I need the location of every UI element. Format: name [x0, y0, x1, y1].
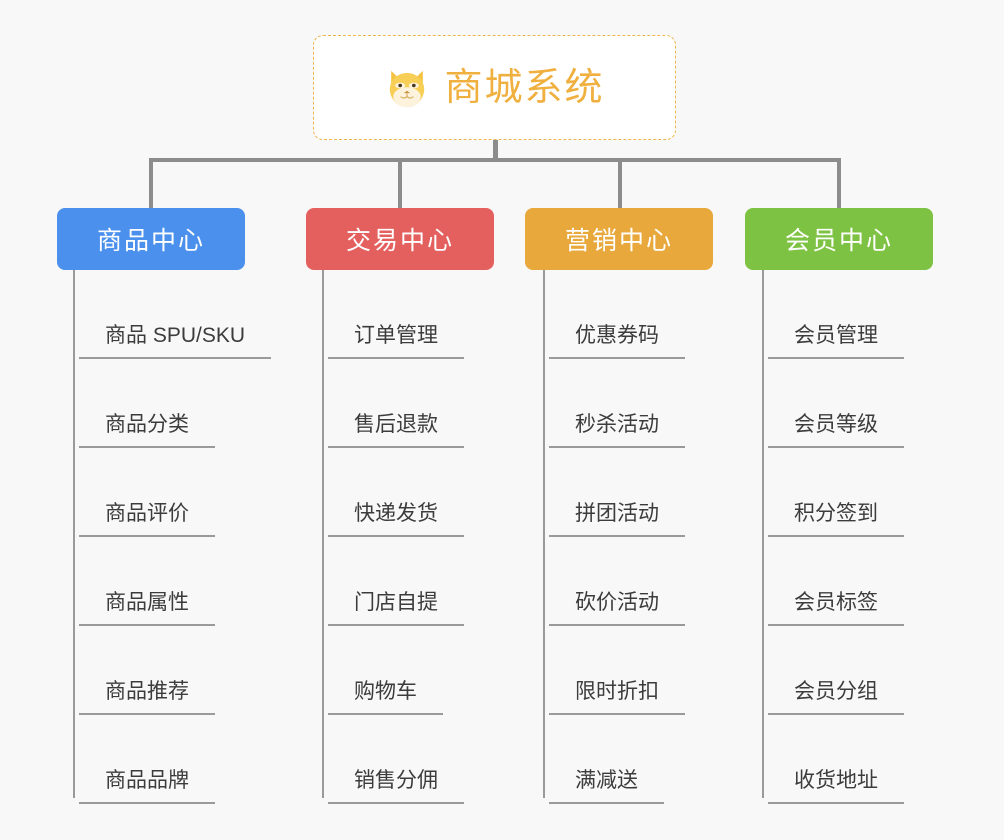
list-item[interactable]: 销售分佣 [322, 715, 552, 804]
list-item[interactable]: 订单管理 [322, 270, 552, 359]
list-item[interactable]: 会员管理 [762, 270, 992, 359]
horizontal-bus-connector [150, 158, 840, 162]
drop-connector-4 [837, 158, 841, 208]
leaf-rail [73, 270, 75, 798]
leaf-label: 秒杀活动 [549, 414, 685, 448]
leaf-rail [762, 270, 764, 798]
leaf-label: 优惠券码 [549, 325, 685, 359]
list-item[interactable]: 积分签到 [762, 448, 992, 537]
category-header-marketing[interactable]: 营销中心 [525, 208, 713, 270]
list-item[interactable]: 拼团活动 [543, 448, 773, 537]
leaf-label: 销售分佣 [328, 770, 464, 804]
leaf-label: 砍价活动 [549, 592, 685, 626]
leaf-column-marketing: 优惠券码 秒杀活动 拼团活动 砍价活动 限时折扣 满减送 [543, 270, 773, 804]
list-item[interactable]: 商品分类 [73, 359, 303, 448]
category-header-label: 交易中心 [345, 227, 454, 255]
leaf-label: 商品 SPU/SKU [79, 325, 272, 359]
list-item[interactable]: 砍价活动 [543, 537, 773, 626]
category-header-member[interactable]: 会员中心 [745, 208, 933, 270]
drop-connector-3 [618, 158, 622, 208]
leaf-rail [543, 270, 545, 798]
list-item[interactable]: 会员分组 [762, 626, 992, 715]
leaf-column-trade: 订单管理 售后退款 快递发货 门店自提 购物车 销售分佣 [322, 270, 552, 804]
list-item[interactable]: 秒杀活动 [543, 359, 773, 448]
list-item[interactable]: 门店自提 [322, 537, 552, 626]
shiba-dog-icon [390, 70, 425, 107]
leaf-label: 收货地址 [768, 770, 904, 804]
list-item[interactable]: 会员等级 [762, 359, 992, 448]
root-stem-connector [493, 140, 498, 162]
drop-connector-1 [149, 158, 153, 208]
leaf-label: 商品评价 [79, 503, 215, 537]
list-item[interactable]: 商品 SPU/SKU [73, 270, 303, 359]
leaf-label: 会员分组 [768, 681, 904, 715]
leaf-rail [322, 270, 324, 798]
leaf-label: 商品推荐 [79, 681, 215, 715]
list-item[interactable]: 商品品牌 [73, 715, 303, 804]
leaf-label: 会员等级 [768, 414, 904, 448]
drop-connector-2 [398, 158, 402, 208]
leaf-label: 订单管理 [328, 325, 464, 359]
category-header-label: 会员中心 [784, 227, 893, 255]
leaf-column-member: 会员管理 会员等级 积分签到 会员标签 会员分组 收货地址 [762, 270, 992, 804]
list-item[interactable]: 商品推荐 [73, 626, 303, 715]
leaf-label: 会员管理 [768, 325, 904, 359]
root-node-title: 商城系统 [444, 66, 605, 109]
list-item[interactable]: 商品属性 [73, 537, 303, 626]
leaf-label: 售后退款 [328, 414, 464, 448]
leaf-label: 门店自提 [328, 592, 464, 626]
list-item[interactable]: 会员标签 [762, 537, 992, 626]
list-item[interactable]: 收货地址 [762, 715, 992, 804]
leaf-label: 拼团活动 [549, 503, 685, 537]
category-header-product[interactable]: 商品中心 [57, 208, 245, 270]
leaf-label: 商品分类 [79, 414, 215, 448]
list-item[interactable]: 商品评价 [73, 448, 303, 537]
category-header-label: 营销中心 [564, 227, 673, 255]
list-item[interactable]: 优惠券码 [543, 270, 773, 359]
leaf-label: 满减送 [549, 770, 664, 804]
list-item[interactable]: 满减送 [543, 715, 773, 804]
list-item[interactable]: 限时折扣 [543, 626, 773, 715]
root-node-mall-system[interactable]: 商城系统 [313, 35, 676, 140]
leaf-column-product: 商品 SPU/SKU 商品分类 商品评价 商品属性 商品推荐 商品品牌 [73, 270, 303, 804]
category-header-label: 商品中心 [96, 227, 205, 255]
leaf-label: 会员标签 [768, 592, 904, 626]
leaf-label: 积分签到 [768, 503, 904, 537]
leaf-label: 购物车 [328, 681, 443, 715]
list-item[interactable]: 快递发货 [322, 448, 552, 537]
category-header-trade[interactable]: 交易中心 [306, 208, 494, 270]
list-item[interactable]: 购物车 [322, 626, 552, 715]
leaf-label: 商品品牌 [79, 770, 215, 804]
list-item[interactable]: 售后退款 [322, 359, 552, 448]
leaf-label: 快递发货 [328, 503, 464, 537]
leaf-label: 限时折扣 [549, 681, 685, 715]
leaf-label: 商品属性 [79, 592, 215, 626]
